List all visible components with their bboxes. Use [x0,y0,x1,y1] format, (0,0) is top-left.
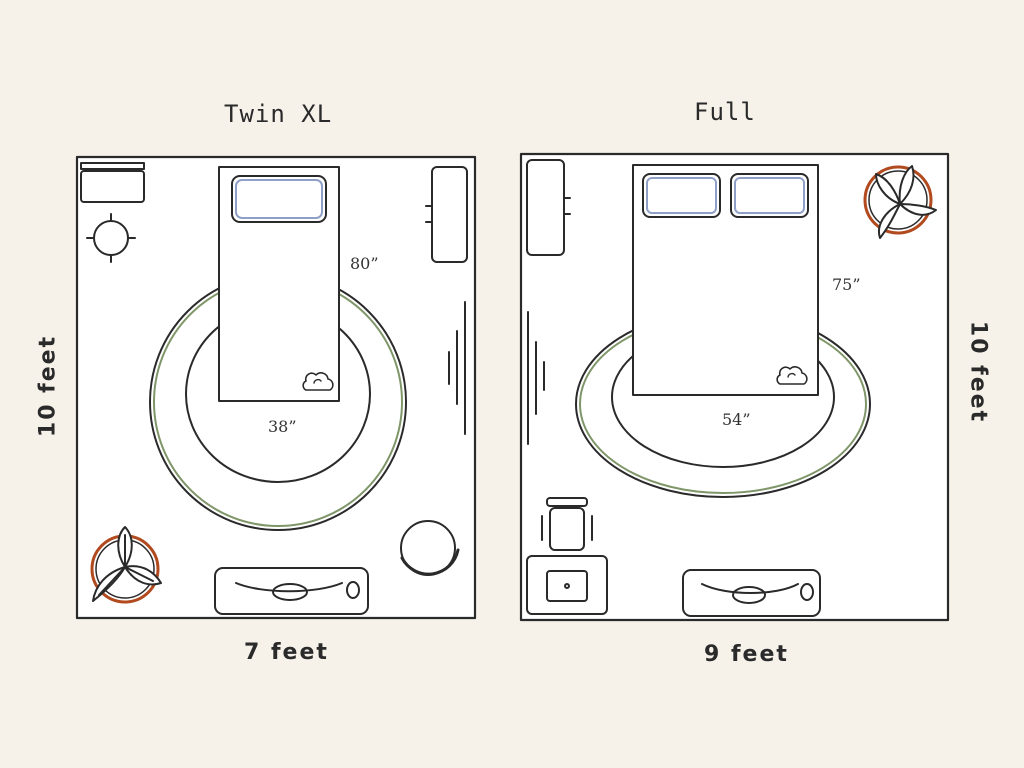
cabinet-icon-full [526,159,571,256]
width-label-full: 9 feet [704,642,789,667]
nightstand-icon-full [526,555,608,615]
window-lines-full [527,311,545,445]
desk-icon-twin-xl [80,162,145,203]
room-title-twin-xl: Twin XL [224,100,333,128]
cloud-icon [302,372,334,391]
bed-length-full: 75” [832,275,861,294]
room-title-full: Full [694,98,756,126]
bed-width-twin-xl: 38” [268,417,297,436]
bed-twin-xl [218,166,340,402]
window-lines-twin-xl [448,301,466,435]
cabinet-icon-twin-xl [425,166,468,263]
plant-icon-twin-xl [90,526,162,604]
cloud-icon [776,366,808,385]
width-label-twin-xl: 7 feet [244,640,329,665]
bed-width-full: 54” [722,410,751,429]
bed-full [632,164,819,396]
chair-icon-twin-xl [400,520,460,576]
bed-length-twin-xl: 80” [350,254,379,273]
dresser-icon-full [682,569,821,617]
plant-icon-full [863,165,937,239]
dresser-icon-twin-xl [214,567,369,615]
stool-icon [86,213,136,263]
chair-icon-full [541,497,593,551]
